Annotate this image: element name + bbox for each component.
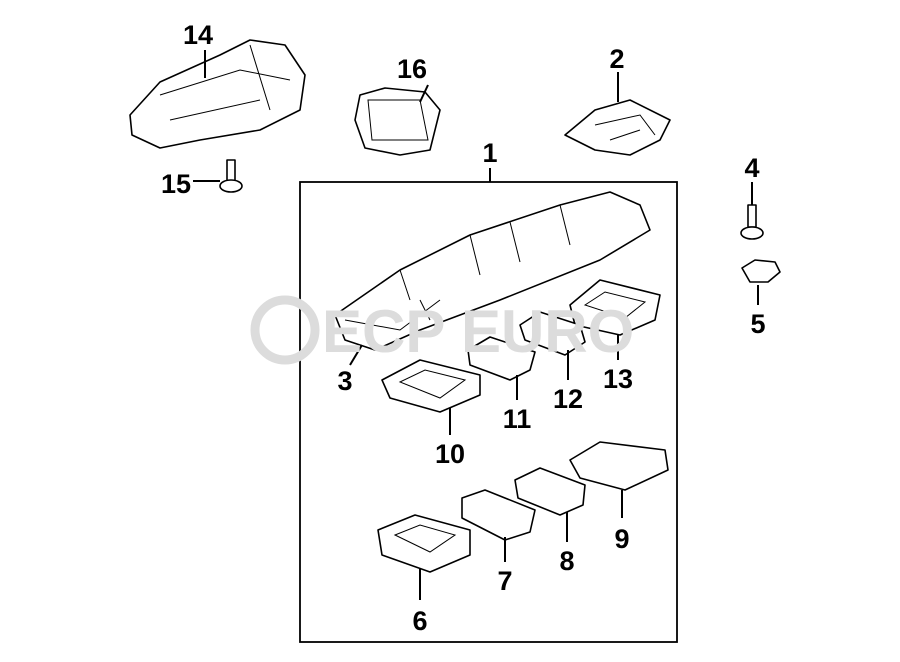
callout-3: 3 <box>337 366 352 396</box>
leader-arrows <box>193 50 759 600</box>
part-7-lamp[interactable] <box>461 489 536 541</box>
part-5-clip[interactable] <box>741 259 781 283</box>
part-14-trim-panel[interactable] <box>129 39 306 149</box>
callout-16: 16 <box>397 54 427 84</box>
callout-6: 6 <box>412 606 427 636</box>
part-11-lamp[interactable] <box>467 336 536 381</box>
callout-15: 15 <box>161 169 191 199</box>
part-10-lamp[interactable] <box>381 359 481 413</box>
part-2-bracket[interactable] <box>564 99 671 156</box>
callout-4: 4 <box>744 153 759 183</box>
callout-13: 13 <box>603 364 633 394</box>
part-1-3-overhead-console[interactable] <box>334 191 651 351</box>
part-16-lens[interactable] <box>354 87 441 156</box>
callout-2: 2 <box>609 44 624 74</box>
callout-12: 12 <box>553 384 583 414</box>
callout-1: 1 <box>482 138 497 168</box>
part-13-lamp[interactable] <box>569 279 661 336</box>
callout-7: 7 <box>497 566 512 596</box>
part-15-screw[interactable] <box>219 159 243 193</box>
callout-8: 8 <box>559 546 574 576</box>
callout-9: 9 <box>614 524 629 554</box>
part-12-lamp[interactable] <box>519 311 586 356</box>
part-8-lamp[interactable] <box>514 467 586 516</box>
callout-10: 10 <box>435 439 465 469</box>
callout-5: 5 <box>750 309 765 339</box>
assembly-box <box>299 181 678 643</box>
part-6-lamp[interactable] <box>377 514 471 573</box>
callout-11: 11 <box>503 404 532 434</box>
part-9-lamp[interactable] <box>569 441 669 491</box>
part-4-screw[interactable] <box>740 204 764 240</box>
callout-14: 14 <box>183 20 213 50</box>
